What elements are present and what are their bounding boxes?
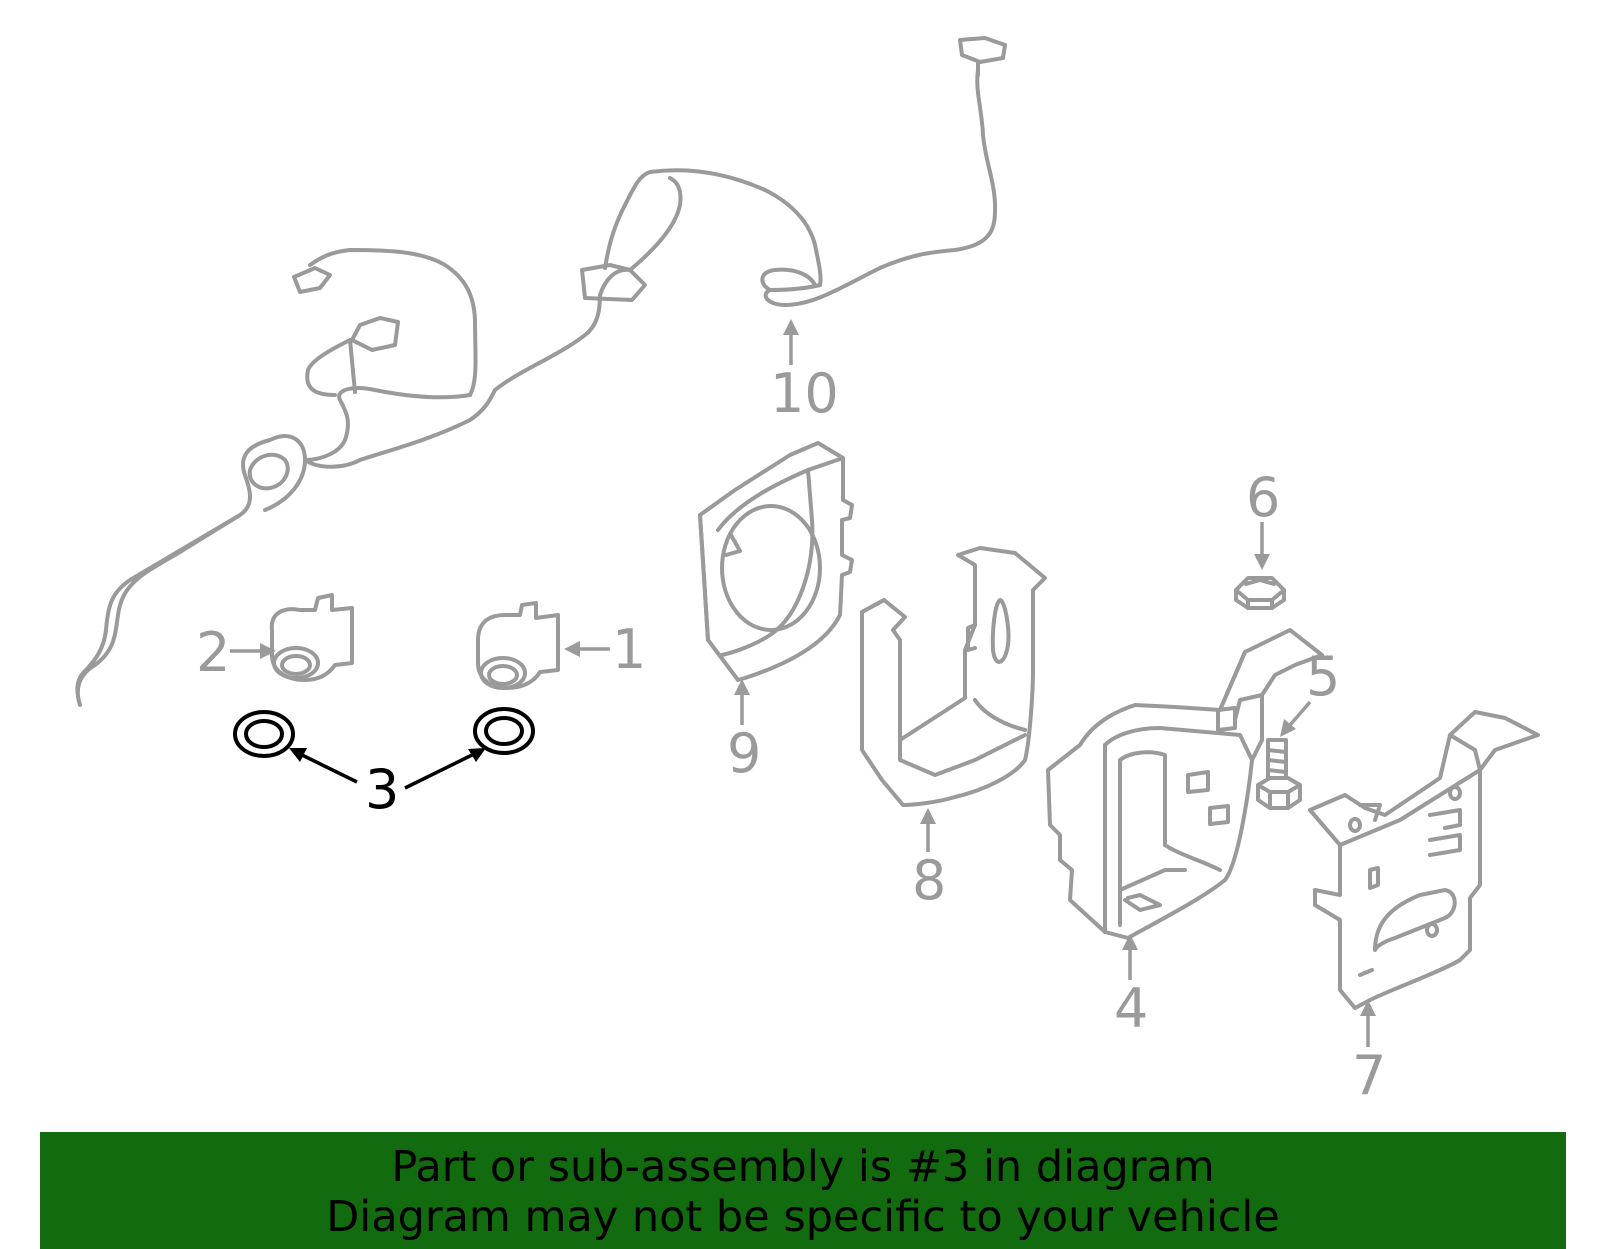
- callout-arrow-3-right: [404, 748, 486, 790]
- banner-line-2: Diagram may not be specific to your vehi…: [326, 1192, 1280, 1242]
- retainer-ring-part-3-left: [233, 710, 295, 758]
- callout-arrow-3-left: [289, 748, 358, 784]
- callout-number-10: 10: [770, 362, 839, 425]
- callout-number-3: 3: [365, 758, 399, 821]
- parking-sensor-part-2: [269, 593, 354, 682]
- wiring-harness-part-10: [75, 36, 1007, 707]
- callout-arrow-2: [230, 643, 276, 659]
- callout-number-7: 7: [1352, 1044, 1386, 1107]
- bracket-part-8: [860, 546, 1047, 807]
- bolt-part-5: [1256, 738, 1302, 810]
- callout-number-8: 8: [912, 849, 946, 912]
- parking-sensor-part-1: [476, 601, 560, 690]
- callout-arrow-10: [783, 319, 799, 365]
- banner-line-1: Part or sub-assembly is #3 in diagram: [391, 1142, 1215, 1192]
- callout-arrow-5: [1280, 700, 1312, 737]
- mounting-bracket-part-7: [1308, 710, 1540, 1010]
- callout-number-1: 1: [612, 618, 646, 681]
- retainer-ring-part-3-right: [473, 707, 535, 755]
- callout-arrow-4: [1122, 934, 1138, 980]
- callout-number-4: 4: [1114, 977, 1148, 1040]
- sensor-bracket-part-9: [698, 441, 854, 682]
- callout-number-6: 6: [1246, 466, 1280, 529]
- callout-number-9: 9: [727, 722, 761, 785]
- callout-arrow-1: [564, 641, 610, 657]
- callout-arrow-6: [1254, 522, 1270, 570]
- callout-number-2: 2: [196, 621, 230, 684]
- nut-part-6: [1234, 576, 1286, 610]
- info-banner: Part or sub-assembly is #3 in diagram Di…: [40, 1132, 1566, 1249]
- callout-arrow-7: [1360, 1000, 1376, 1047]
- callout-number-5: 5: [1306, 645, 1340, 708]
- callout-arrow-8: [920, 808, 936, 852]
- callout-arrow-9: [734, 679, 750, 725]
